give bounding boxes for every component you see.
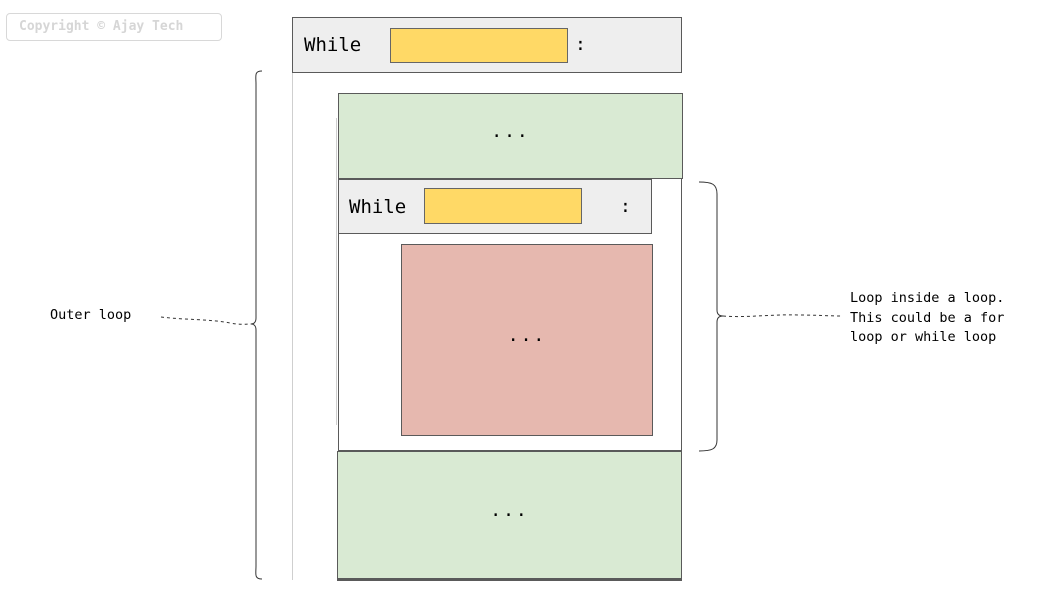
- outer-loop-body-bottom: ...: [337, 451, 682, 581]
- inner-loop-brace: [698, 181, 724, 452]
- outer-loop-label: Outer loop: [50, 307, 132, 323]
- outer-loop-connector: [160, 316, 252, 325]
- outer-while-header: While :: [292, 17, 682, 73]
- inner-loop-body: ...: [401, 244, 653, 436]
- inner-while-condition-slot: [424, 188, 582, 224]
- inner-loop-connector: [722, 314, 843, 318]
- outer-while-colon: :: [575, 34, 586, 55]
- outer-loop-body-top: ...: [338, 93, 683, 179]
- outer-while-keyword: While: [304, 34, 362, 56]
- inner-while-keyword: While: [349, 196, 407, 218]
- inner-while-header: While :: [338, 179, 652, 234]
- inner-while-colon: :: [620, 196, 631, 217]
- outer-body-top-ellipsis: ...: [491, 120, 530, 142]
- outer-while-condition-slot: [390, 28, 568, 63]
- copyright-watermark: Copyright © Ajay Tech: [6, 13, 222, 41]
- inner-loop-label: Loop inside a loop. This could be a for …: [850, 290, 1005, 345]
- inner-body-ellipsis: ...: [507, 324, 547, 346]
- outer-loop-brace: [250, 70, 263, 580]
- outer-body-bottom-ellipsis: ...: [490, 499, 529, 521]
